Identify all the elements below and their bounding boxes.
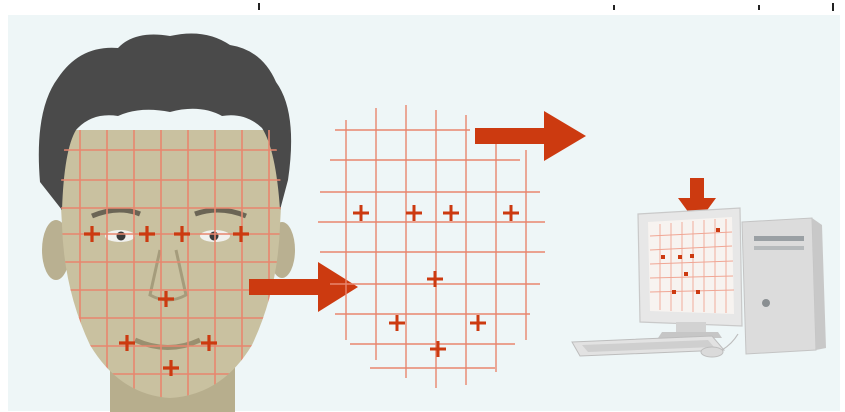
marker-icon: [716, 228, 720, 232]
marker-icon: [661, 255, 665, 259]
marker-icon: [678, 255, 682, 259]
marker-icon: [696, 290, 700, 294]
top-speck: [832, 3, 834, 11]
marker-icon: [690, 254, 694, 258]
mouse: [701, 347, 723, 357]
monitor-screen: [648, 217, 734, 314]
drive-bay: [754, 246, 804, 250]
monitor-neck: [676, 322, 706, 332]
power-button: [762, 299, 770, 307]
right-iris: [210, 232, 219, 241]
top-speck: [613, 5, 615, 10]
marker-icon: [672, 290, 676, 294]
marker-icon: [684, 272, 688, 276]
drive-bay: [754, 236, 804, 241]
top-speck: [758, 5, 760, 10]
top-speck: [258, 3, 260, 10]
left-iris: [117, 232, 126, 241]
